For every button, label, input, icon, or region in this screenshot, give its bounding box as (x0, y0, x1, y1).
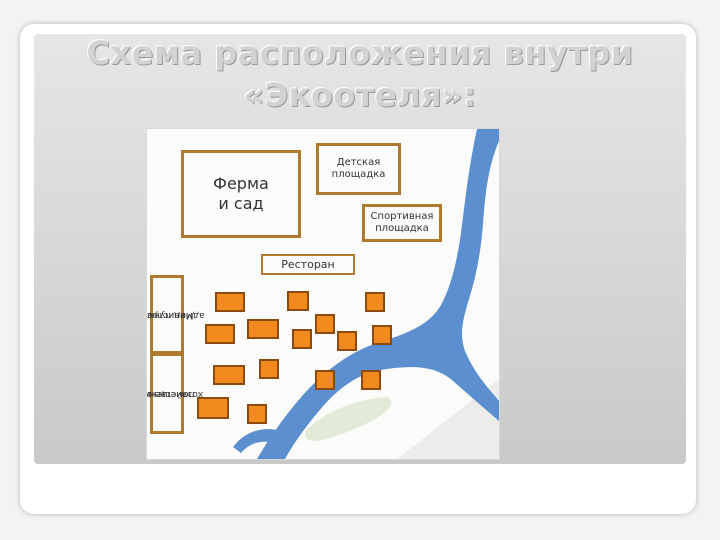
utility-rooms-zone: хозяйственные помещения (147, 353, 203, 434)
island (305, 397, 392, 442)
guest-house (372, 325, 392, 345)
slide-title: Схема расположения внутри «Экоотеля»: (60, 32, 660, 116)
guest-house (259, 359, 279, 379)
guest-house (215, 292, 245, 312)
sport-label-line-1: Спортивная (370, 211, 434, 222)
kids-label-line-2: площадка (331, 169, 386, 180)
title-line-2: «Экоотеля»: (243, 76, 477, 114)
guest-house (247, 404, 267, 424)
restaurant-label: Ресторан (281, 257, 335, 271)
kids-playground-zone: Детская площадка (316, 143, 401, 195)
river (257, 129, 499, 459)
map-background (233, 129, 499, 459)
farm-label-line-2: и сад (218, 194, 264, 213)
kids-label-line-1: Детская (336, 157, 381, 168)
sports-ground-zone: Спортивная площадка (362, 204, 442, 242)
guest-house (365, 292, 385, 312)
guest-house (213, 365, 245, 385)
guest-house (247, 319, 279, 339)
farm-label-line-1: Ферма (213, 174, 269, 193)
farm-and-garden-zone: Ферма и сад (181, 150, 301, 238)
land-shade (397, 379, 499, 459)
guest-house (197, 397, 229, 419)
medical-admin-zone: Мед.пункт, администрация (147, 275, 204, 354)
sport-label-line-2: площадка (375, 223, 429, 234)
title-line-1: Схема расположения внутри (86, 34, 634, 72)
guest-house (292, 329, 312, 349)
guest-house (315, 370, 335, 390)
guest-house (287, 291, 309, 311)
med-label-line-2: администрация (146, 309, 205, 320)
guest-house (361, 370, 381, 390)
guest-house (315, 314, 335, 334)
guest-house (205, 324, 235, 344)
guest-house (337, 331, 357, 351)
river-branch (233, 429, 287, 453)
hotel-layout-map: Ферма и сад Детская площадка Спортивная … (146, 128, 500, 460)
restaurant-zone: Ресторан (261, 254, 355, 275)
hoz-label-line-2: помещения (147, 388, 195, 399)
